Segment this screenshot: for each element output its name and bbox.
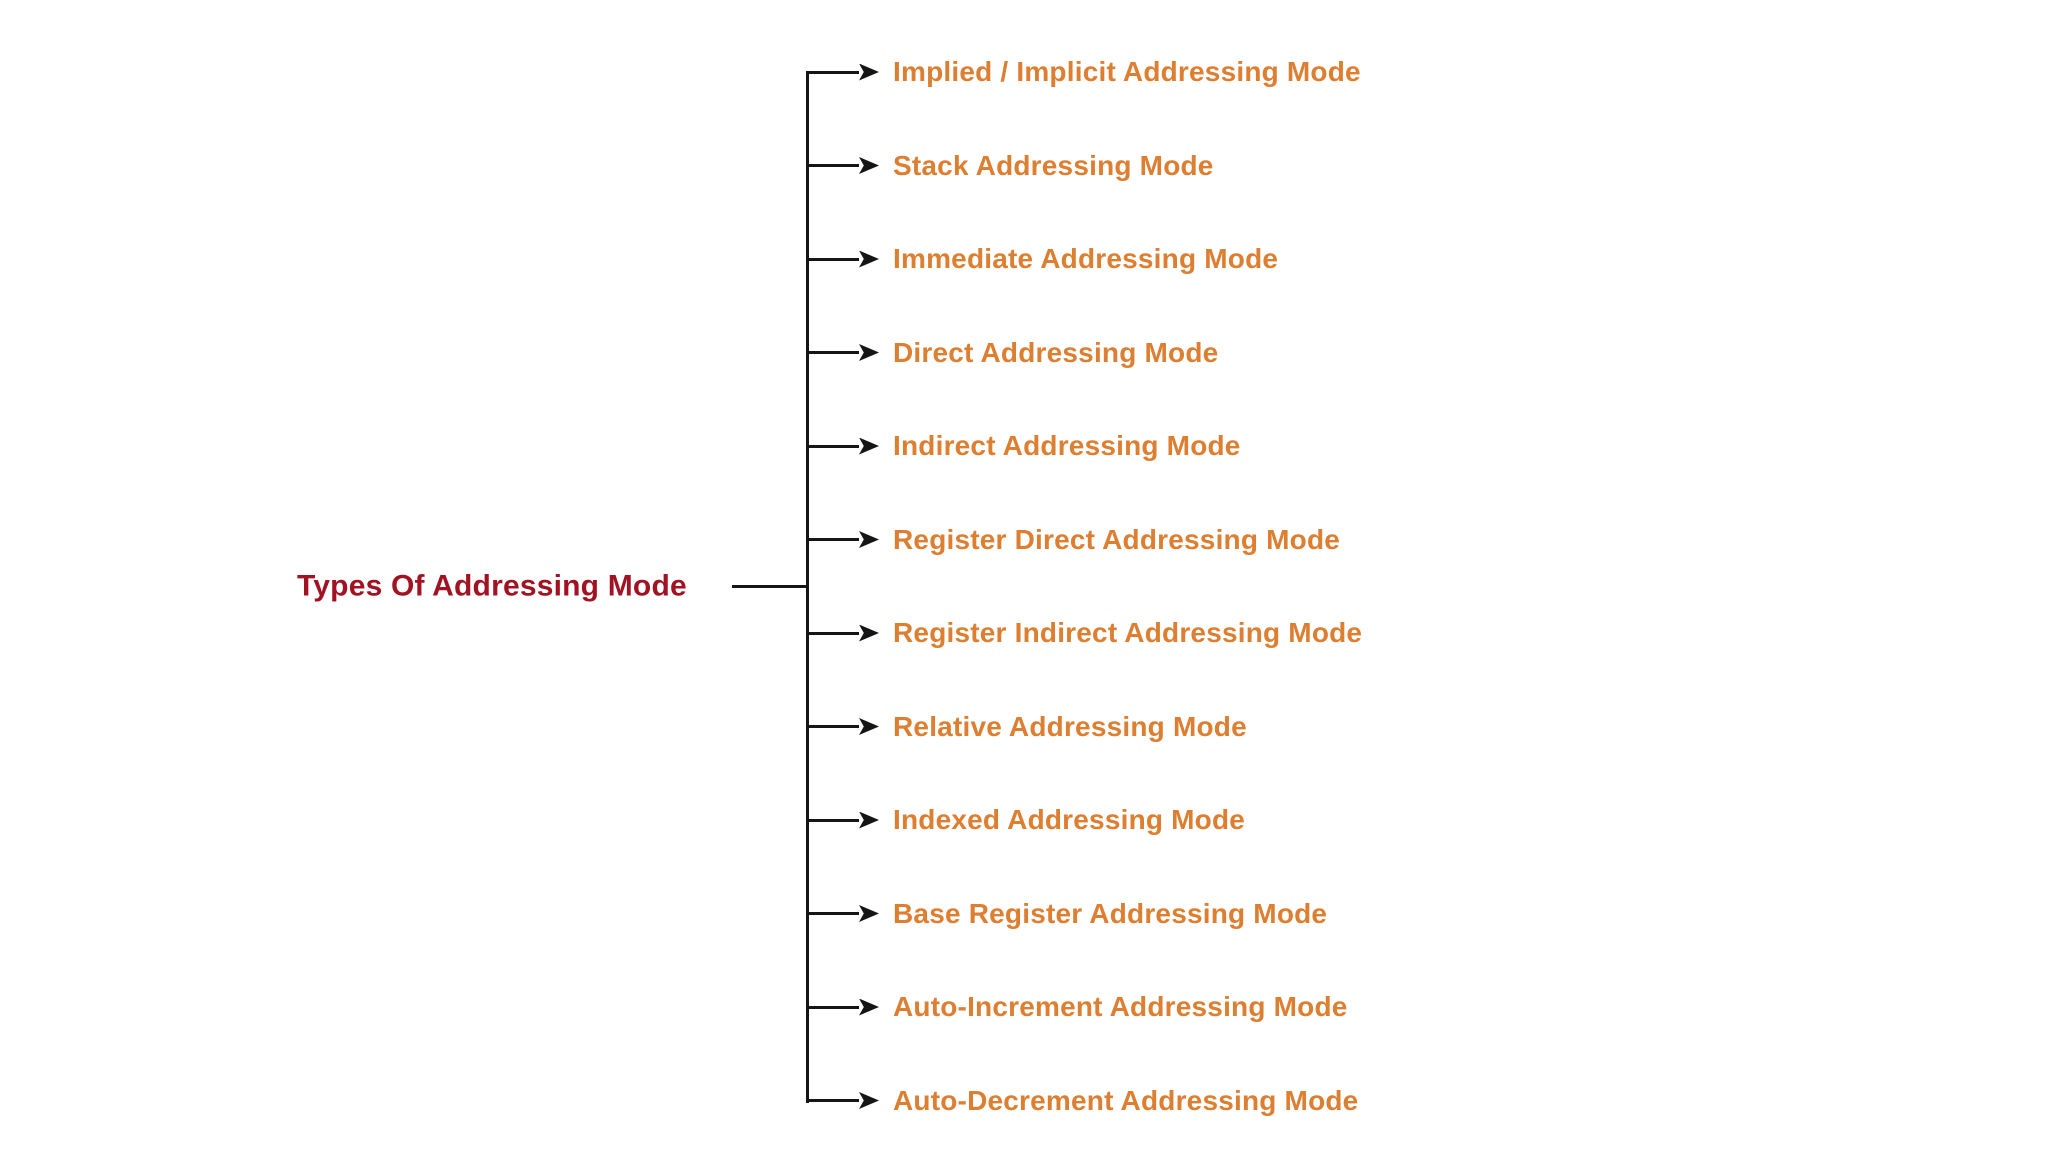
mode-label: Indexed Addressing Mode xyxy=(893,804,1246,835)
mode-label: Stack Addressing Mode xyxy=(893,149,1214,181)
mode-label: Auto-Decrement Addressing Mode xyxy=(893,1084,1359,1116)
branch-line xyxy=(806,1099,859,1102)
branch-row: Implied / Implicit Addressing Mode xyxy=(806,56,1361,88)
arrow-right-icon xyxy=(859,437,879,455)
branch-row: Indirect Addressing Mode xyxy=(806,430,1241,462)
arrow-right-icon xyxy=(859,624,879,642)
trunk-line xyxy=(806,70,809,1103)
branch-line xyxy=(806,257,859,261)
branch-row: Register Indirect Addressing Mode xyxy=(806,617,1362,649)
arrow-right-icon xyxy=(859,63,879,81)
root-label: Types Of Addressing Mode xyxy=(297,569,687,603)
branch-row: Relative Addressing Mode xyxy=(806,711,1247,743)
mode-label: Immediate Addressing Mode xyxy=(893,243,1279,274)
arrow-right-icon xyxy=(859,344,879,361)
branch-line xyxy=(806,444,859,448)
branch-line xyxy=(806,725,859,728)
arrow-right-icon xyxy=(859,998,879,1016)
mode-label: Auto-Increment Addressing Mode xyxy=(893,991,1348,1022)
arrow-right-icon xyxy=(859,718,879,735)
arrow-right-icon xyxy=(859,531,879,548)
branch-row: Immediate Addressing Mode xyxy=(806,243,1278,275)
branch-row: Direct Addressing Mode xyxy=(806,337,1218,369)
arrow-right-icon xyxy=(859,250,879,268)
branch-row: Auto-Decrement Addressing Mode xyxy=(806,1085,1358,1117)
branch-row: Auto-Increment Addressing Mode xyxy=(806,991,1348,1023)
mode-label: Implied / Implicit Addressing Mode xyxy=(893,56,1361,87)
branch-row: Indexed Addressing Mode xyxy=(806,804,1245,836)
root-connector-line xyxy=(732,585,807,588)
branch-line xyxy=(806,538,859,541)
mode-label: Direct Addressing Mode xyxy=(893,336,1219,368)
mode-label: Register Indirect Addressing Mode xyxy=(893,617,1363,648)
mode-label: Register Direct Addressing Mode xyxy=(893,523,1341,555)
arrow-right-icon xyxy=(859,157,879,174)
branch-line xyxy=(806,912,859,915)
branch-line xyxy=(806,631,859,635)
mode-label: Indirect Addressing Mode xyxy=(893,430,1241,461)
branch-line xyxy=(806,70,859,74)
branch-line xyxy=(806,164,859,167)
branch-line xyxy=(806,1005,859,1009)
branch-line xyxy=(806,818,859,822)
branch-line xyxy=(806,351,859,354)
branch-row: Base Register Addressing Mode xyxy=(806,898,1327,930)
arrow-right-icon xyxy=(859,905,879,922)
mode-label: Base Register Addressing Mode xyxy=(893,897,1328,929)
branch-row: Stack Addressing Mode xyxy=(806,150,1214,182)
branch-row: Register Direct Addressing Mode xyxy=(806,524,1340,556)
arrow-right-icon xyxy=(859,1092,879,1109)
arrow-right-icon xyxy=(859,811,879,829)
mode-label: Relative Addressing Mode xyxy=(893,710,1247,742)
